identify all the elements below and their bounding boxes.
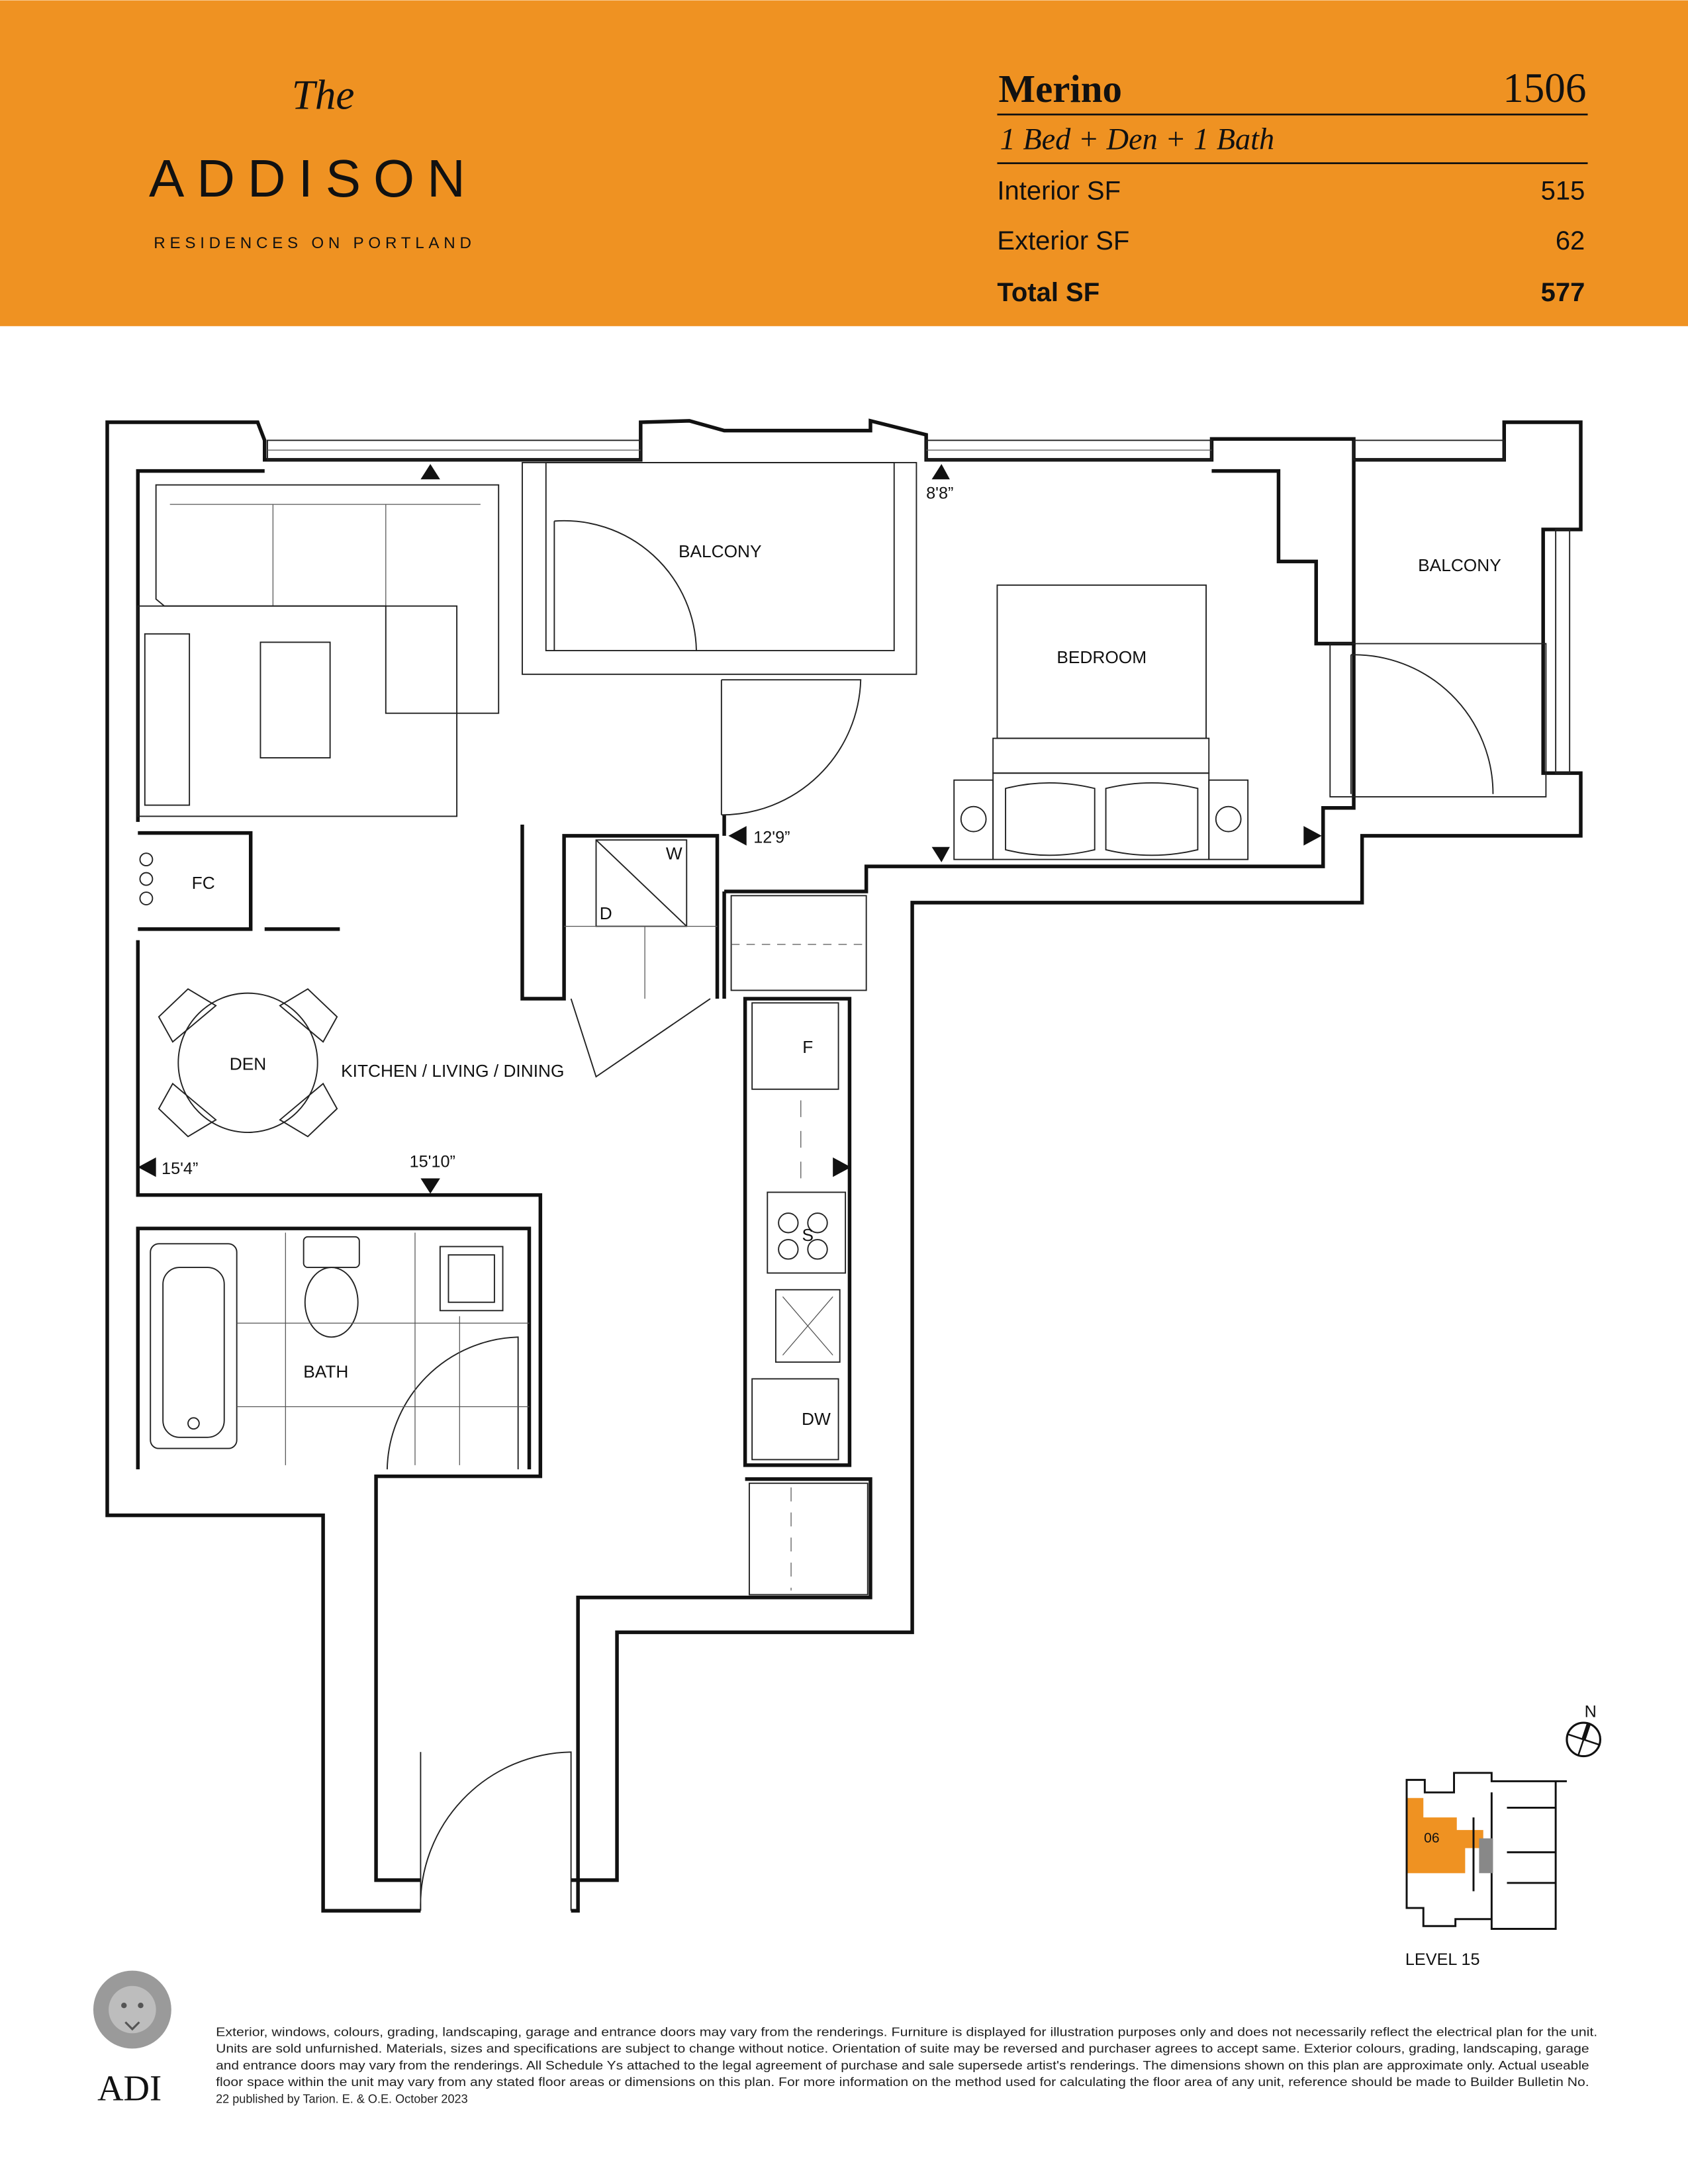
disclaimer-line: floor space within the unit may vary fro… (216, 2075, 1589, 2089)
adi-logo: ADI (93, 1970, 171, 2108)
balcony-sliding-door[interactable] (720, 679, 862, 816)
disclaimer: Exterior, windows, colours, grading, lan… (216, 2025, 1597, 2105)
north-arrow-icon (1566, 1721, 1602, 1758)
lion-crest-icon (93, 1970, 171, 2049)
disclaimer-line: Units are sold unfurnished. Materials, s… (216, 2042, 1589, 2056)
exterior-sf-label: Exterior SF (997, 226, 1129, 255)
floor-plan: BALCONY BALCONY FC DEN KITCHEN / LIVING … (105, 418, 1583, 1913)
label-fridge: F (802, 1037, 813, 1057)
dishwasher (751, 1378, 839, 1461)
closet (730, 895, 867, 991)
total-sf-label: Total SF (997, 278, 1100, 307)
model-name: Merino (999, 68, 1122, 111)
exterior-wall (105, 418, 1583, 1913)
bedroom-balcony-door[interactable] (1350, 654, 1494, 794)
entry-closet (748, 1482, 868, 1596)
room-label-bedroom: BEDROOM (1056, 647, 1147, 667)
fireplace-knob (139, 872, 154, 886)
room-label-balcony-right: BALCONY (1418, 555, 1501, 575)
balcony-right-area (1329, 643, 1547, 797)
disclaimer-line: 22 published by Tarion. E. & O.E. Octobe… (216, 2092, 468, 2105)
total-sf-value: 577 (1541, 278, 1585, 307)
room-label-bath: BATH (303, 1361, 348, 1381)
living-furniture (137, 484, 500, 817)
addison-logo: The ADDISON RESIDENCES ON PORTLAND (149, 72, 478, 252)
interior-wall (136, 469, 1356, 1882)
dimension-bedroom-length: 12'9” (753, 828, 790, 846)
dimension-living-length: 15'4” (162, 1160, 198, 1178)
fireplace-knob (139, 891, 154, 905)
label-dryer: D (600, 903, 612, 923)
bath-door[interactable] (386, 1336, 519, 1470)
key-plan: N 06 LEVEL 15 (1405, 1703, 1602, 1969)
balcony-left-railing (545, 462, 895, 651)
dining-table (158, 988, 338, 1138)
kitchen-sink (774, 1289, 841, 1363)
room-label-balcony-left: BALCONY (679, 541, 762, 561)
room-label-kitchen: KITCHEN / LIVING / DINING (341, 1061, 564, 1081)
laundry-door[interactable] (570, 998, 711, 1078)
unit-highlight (1407, 1797, 1483, 1874)
stair-icon (1479, 1838, 1493, 1874)
stove (767, 1191, 847, 1274)
label-stove: S (802, 1225, 814, 1245)
room-label-den: DEN (230, 1054, 267, 1073)
dimension-markers (138, 464, 1322, 1194)
label-washer: W (666, 844, 682, 864)
unit-type: 1 Bed + Den + 1 Bath (1000, 123, 1275, 157)
logo-tagline: RESIDENCES ON PORTLAND (154, 234, 475, 252)
dimension-bedroom-width: 8'8” (926, 484, 953, 503)
interior-sf-label: Interior SF (997, 176, 1121, 205)
dimension-living-width: 15'10” (410, 1153, 455, 1171)
entry-door[interactable] (420, 1751, 572, 1911)
unit-label: 06 (1424, 1831, 1439, 1846)
logo-name: ADDISON (149, 149, 478, 208)
interior-sf-value: 515 (1541, 176, 1585, 205)
exterior-sf-value: 62 (1556, 226, 1585, 255)
fireplace-knob (139, 852, 154, 867)
kitchen-counter (743, 997, 852, 1467)
north-label: N (1585, 1703, 1597, 1721)
balcony-left-area (522, 462, 917, 675)
fridge (751, 1002, 839, 1090)
label-fc: FC (192, 873, 215, 893)
unit-summary: Merino 1506 1 Bed + Den + 1 Bath Interio… (997, 65, 1588, 307)
disclaimer-line: Exterior, windows, colours, grading, lan… (216, 2025, 1597, 2038)
label-dishwasher: DW (802, 1409, 831, 1429)
bathroom-fixtures (150, 1232, 530, 1465)
disclaimer-line: and entrance doors may vary from the ren… (216, 2059, 1589, 2072)
level-label: LEVEL 15 (1405, 1950, 1480, 1969)
logo-script: The (292, 72, 355, 118)
adi-logo-text: ADI (97, 2068, 162, 2108)
windows (267, 439, 1571, 774)
balcony-door[interactable] (553, 520, 697, 651)
unit-number: 1506 (1503, 65, 1586, 111)
bed (953, 584, 1249, 860)
